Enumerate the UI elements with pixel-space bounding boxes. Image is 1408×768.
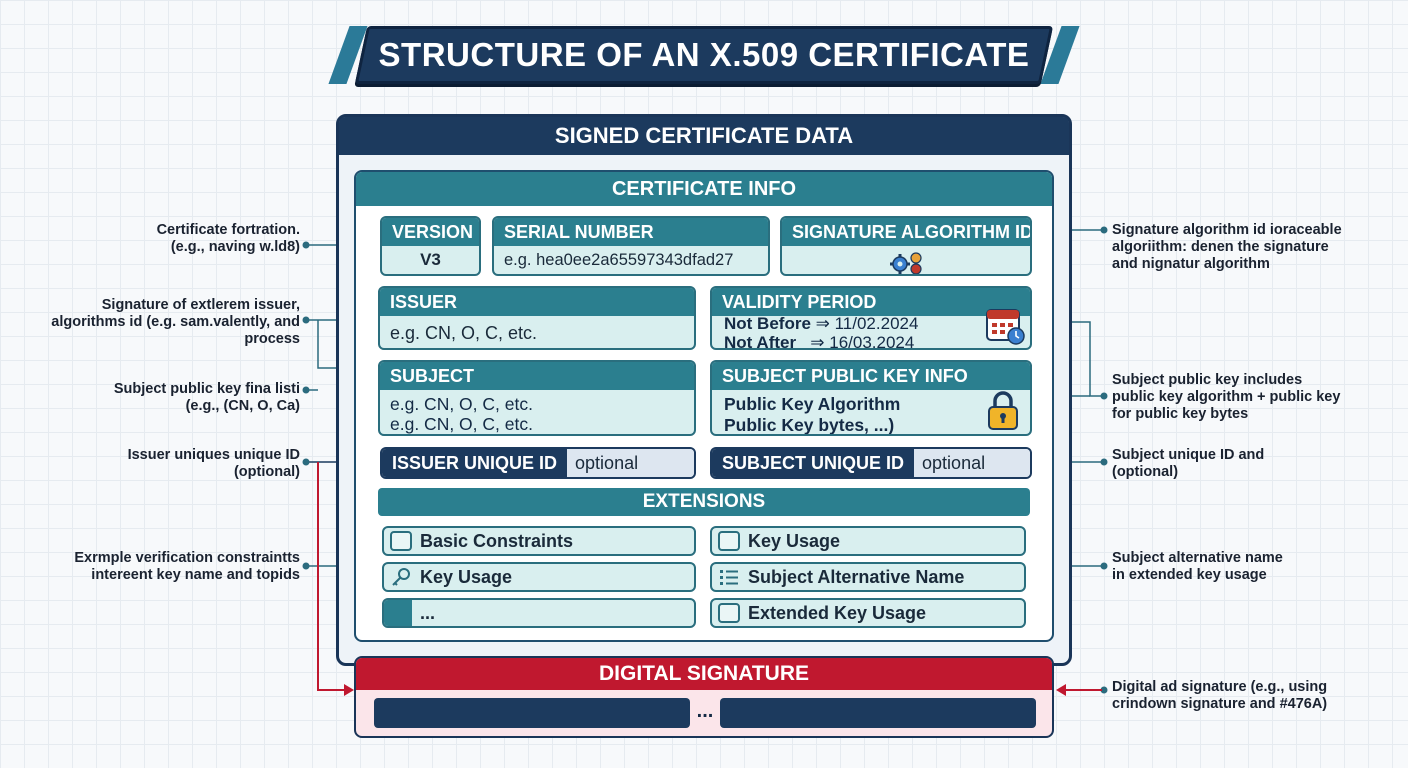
subject-public-key-info-field: SUBJECT PUBLIC KEY INFO Public Key Algor… [710, 360, 1032, 436]
annotation-right-digital-signature: Digital ad signature (e.g., using crindo… [1112, 679, 1328, 712]
validity-period-field: VALIDITY PERIOD Not Before ⇒ 11/02.2024 … [710, 286, 1032, 350]
title-banner: STRUCTURE OF AN X.509 CERTIFICATE [328, 26, 1080, 84]
validity-dates: Not Before ⇒ 11/02.2024 Not After ⇒ 16/0… [724, 314, 919, 350]
extension-basic-constraints: Basic Constraints [382, 526, 696, 556]
digital-signature-header: DIGITAL SIGNATURE [356, 658, 1052, 690]
issuer-field: ISSUER e.g. CN, O, C, etc. [378, 286, 696, 350]
extension-key-usage-2: Key Usage [382, 562, 696, 592]
annotation-left-subject: Subject public key fina listi (e.g., (CN… [113, 381, 300, 414]
extensions-header: EXTENSIONS [378, 488, 1030, 516]
public-key-bytes: Public Key bytes, ...) [724, 415, 895, 435]
public-key-algorithm: Public Key Algorithm [724, 394, 901, 414]
subject-unique-id-field: SUBJECT UNIQUE ID optional [710, 447, 1032, 479]
key-icon [392, 568, 410, 586]
extension-subject-alternative-name: Subject Alternative Name [710, 562, 1026, 592]
extension-extended-key-usage: Extended Key Usage [710, 598, 1026, 628]
version-field: VERSION V3 [380, 216, 481, 276]
serial-number-label: SERIAL NUMBER [494, 218, 768, 246]
subject-field: SUBJECT e.g. CN, O, C, etc. e.g. CN, O, … [378, 360, 696, 436]
extensions-section: EXTENSIONS Basic Constraints Key Usage K… [378, 488, 1030, 630]
issuer-unique-id-label: ISSUER UNIQUE ID [382, 449, 568, 477]
certificate-info-header: CERTIFICATE INFO [356, 172, 1052, 206]
not-before-value: ⇒ 11/02.2024 [815, 314, 919, 333]
extension-key-usage: Key Usage [710, 526, 1026, 556]
subject-public-key-label: SUBJECT PUBLIC KEY INFO [712, 362, 1030, 390]
signature-algorithm-label: SIGNATURE ALGORITHM ID [782, 218, 1030, 246]
public-key-details: Public Key Algorithm Public Key bytes, .… [724, 394, 901, 435]
validity-period-label: VALIDITY PERIOD [712, 288, 1030, 316]
calendar-icon [986, 309, 1025, 345]
annotation-right-signature-algorithm: Signature algorithm id ioraceable algori… [1112, 222, 1342, 272]
page-title: STRUCTURE OF AN X.509 CERTIFICATE [378, 36, 1030, 73]
not-after-label: Not After [724, 333, 797, 350]
signature-algorithm-field: SIGNATURE ALGORITHM ID [780, 216, 1032, 276]
annotation-right-subject-uid: Subject unique ID and (optional) [1112, 447, 1265, 480]
signed-data-header: SIGNED CERTIFICATE DATA [339, 117, 1069, 155]
subject-value-2: e.g. CN, O, C, etc. [390, 414, 533, 434]
version-value: V3 [420, 250, 441, 269]
annotation-left-issuer-uid: Issuer uniques unique ID (optional) [127, 447, 300, 480]
padlock-icon [988, 391, 1018, 430]
not-after-value: ⇒ 16/03.2024 [810, 333, 915, 350]
subject-label: SUBJECT [380, 362, 694, 390]
serial-number-field: SERIAL NUMBER e.g. hea0ee2a65597343dfad2… [492, 216, 770, 276]
document-icon [718, 531, 740, 551]
subject-unique-id-value: optional [914, 449, 1030, 477]
annotation-left-version: Certificate fortration. (e.g., naving w.… [156, 222, 300, 255]
digital-signature-section: DIGITAL SIGNATURE ... [354, 656, 1054, 738]
issuer-unique-id-field: ISSUER UNIQUE ID optional [380, 447, 696, 479]
signature-bytes-left [374, 698, 690, 728]
signature-ellipsis: ... [696, 700, 714, 722]
annotation-left-extensions: Exrmple verification constraintts intere… [74, 550, 300, 583]
extension-more-marker [384, 600, 412, 626]
subject-value-1: e.g. CN, O, C, etc. [390, 394, 533, 414]
extension-more: ... [382, 598, 696, 628]
issuer-label: ISSUER [380, 288, 694, 316]
issuer-unique-id-value: optional [567, 449, 694, 477]
annotation-right-extensions: Subject alternative name in extended key… [1112, 550, 1283, 583]
annotation-left-issuer: Signature of extlerem issuer, algorithms… [51, 297, 300, 347]
signature-bytes-right [720, 698, 1036, 728]
list-icon [720, 570, 738, 585]
subject-unique-id-label: SUBJECT UNIQUE ID [712, 449, 915, 477]
serial-number-value: e.g. hea0ee2a65597343dfad27 [504, 251, 734, 269]
issuer-value: e.g. CN, O, C, etc. [390, 323, 538, 343]
version-label: VERSION [382, 218, 479, 246]
subject-values: e.g. CN, O, C, etc. e.g. CN, O, C, etc. [390, 394, 533, 434]
annotation-right-public-key: Subject public key includes public key a… [1112, 372, 1341, 422]
not-before-label: Not Before [724, 314, 811, 333]
gears-icon [890, 252, 922, 274]
document-lock-icon [390, 531, 412, 551]
document-settings-icon [718, 603, 740, 623]
